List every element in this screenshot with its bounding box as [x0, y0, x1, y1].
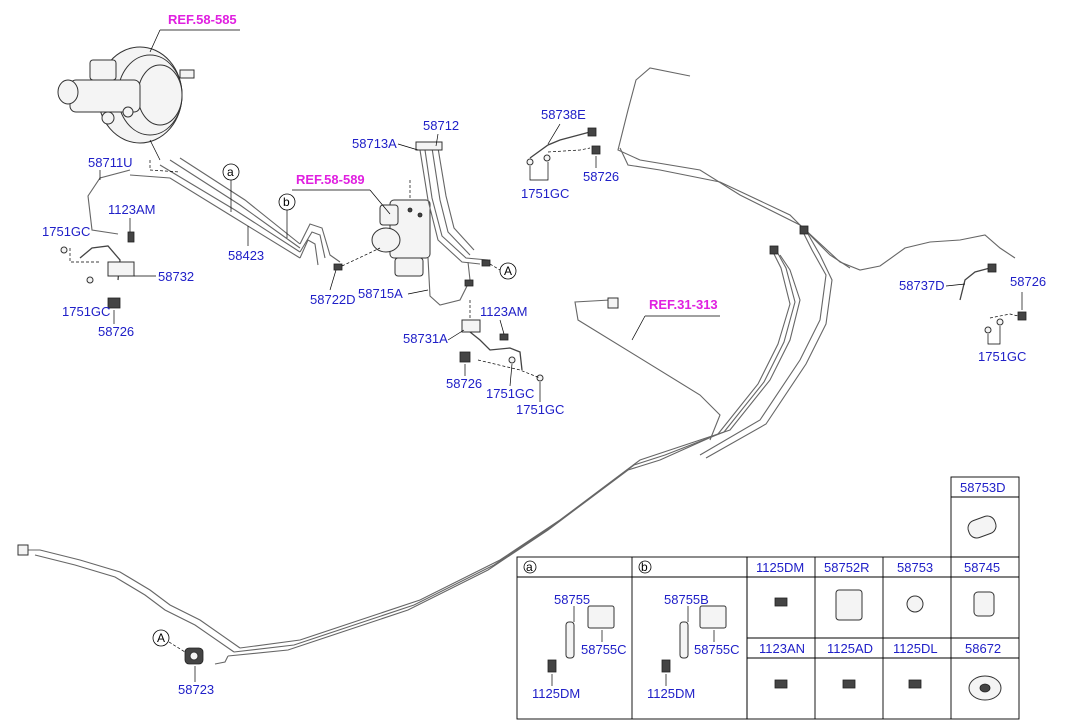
label-58726-left: 58726 — [98, 324, 134, 339]
label-1751GC-right: 1751GC — [978, 349, 1026, 364]
callout-a: a — [222, 163, 240, 212]
label-58726-top: 58726 — [583, 169, 619, 184]
ref-hecu: REF.58-589 — [292, 172, 391, 215]
table-r2-c4: 58672 — [965, 641, 1001, 656]
ref-booster: REF.58-585 — [149, 12, 240, 53]
table-top-cell: 58753D — [960, 480, 1006, 495]
front-left-lines — [60, 157, 341, 309]
table-b-top: 58755B — [664, 592, 709, 607]
label-58713A: 58713A — [352, 136, 397, 151]
label-58731A: 58731A — [403, 331, 448, 346]
label-58726-mid: 58726 — [446, 376, 482, 391]
table-a-bottom: 1125DM — [532, 686, 580, 701]
label-1123AM-mid: 1123AM — [480, 304, 527, 319]
table-r1-c3: 58753 — [897, 560, 933, 575]
table-a-right: 58755C — [581, 642, 627, 657]
label-58723: 58723 — [178, 682, 214, 697]
mid-bracket-group — [459, 300, 544, 382]
label-1123AM-left: 1123AM — [108, 202, 155, 217]
label-1751GC-left-bot: 1751GC — [62, 304, 110, 319]
label-58711U: 58711U — [88, 155, 133, 170]
ref-cable: REF.31-313 — [631, 297, 720, 341]
label-1751GC-mid2: 1751GC — [516, 402, 564, 417]
label-58726-right: 58726 — [1010, 274, 1046, 289]
label-58712: 58712 — [423, 118, 459, 133]
table-b-right: 58755C — [694, 642, 740, 657]
main-underbody-lines — [17, 225, 833, 665]
table-r2-c1: 1123AN — [759, 641, 805, 656]
label-58732: 58732 — [158, 269, 194, 284]
label-58737D: 58737D — [899, 278, 945, 293]
brake-booster-assembly — [57, 46, 195, 161]
hecu-module — [371, 180, 431, 277]
label-1751GC-mid1: 1751GC — [486, 386, 534, 401]
callout-A-upper-text: A — [504, 264, 512, 278]
ref-booster-text: REF.58-585 — [168, 12, 237, 27]
ref-hecu-text: REF.58-589 — [296, 172, 365, 187]
callout-A-upper: A — [489, 262, 517, 280]
table-r1-c1: 1125DM — [756, 560, 804, 575]
table-r2-c3: 1125DL — [893, 641, 938, 656]
hecu-lines — [415, 141, 491, 306]
table-col-b: b — [641, 560, 648, 574]
parts-table: a b 58755 58755C 1125DM 58755B 58755C 11… — [516, 476, 1020, 720]
table-col-a: a — [526, 560, 533, 574]
label-1751GC-top: 1751GC — [521, 186, 569, 201]
callout-b-text: b — [283, 195, 290, 209]
table-r2-c2: 1125AD — [827, 641, 873, 656]
parking-cable — [574, 297, 721, 441]
callout-a-text: a — [227, 165, 234, 179]
label-1751GC-left-top: 1751GC — [42, 224, 90, 239]
label-58738E: 58738E — [541, 107, 586, 122]
callout-b: b — [278, 193, 296, 238]
rear-top-lines — [526, 67, 1027, 334]
table-r1-c2: 58752R — [824, 560, 870, 575]
label-58722D: 58722D — [310, 292, 356, 307]
callout-A-lower-text: A — [157, 631, 165, 645]
part-58723 — [184, 647, 204, 665]
label-58423: 58423 — [228, 248, 264, 263]
table-b-bottom: 1125DM — [647, 686, 695, 701]
callout-A-lower: A — [152, 629, 186, 653]
label-58715A: 58715A — [358, 286, 403, 301]
ref-cable-text: REF.31-313 — [649, 297, 718, 312]
table-a-top: 58755 — [554, 592, 590, 607]
table-r1-c4: 58745 — [964, 560, 1000, 575]
